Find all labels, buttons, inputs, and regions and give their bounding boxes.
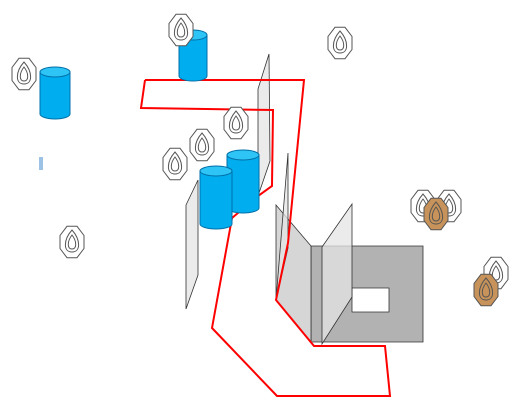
barrel-icon — [226, 149, 260, 214]
target-icon — [168, 13, 194, 47]
barrel-top — [199, 165, 233, 177]
target-octagon — [11, 57, 37, 91]
barrel-top — [226, 149, 260, 161]
waypoint-marker-bar — [39, 157, 43, 170]
target-icon — [423, 197, 449, 231]
target-ring-inner — [481, 282, 491, 298]
target-ring-inner — [67, 234, 77, 250]
target-ring-outer — [167, 151, 183, 175]
waypoint-marker — [39, 157, 43, 170]
wall-panels — [185, 53, 353, 346]
target-ring-outer — [16, 61, 32, 85]
target-octagon — [473, 273, 499, 307]
barrel-top — [39, 66, 71, 78]
barrel-body — [178, 34, 208, 82]
target-icon — [189, 128, 215, 162]
targets — [11, 13, 509, 307]
target-ring-inner — [170, 156, 180, 172]
target-icon — [162, 147, 188, 181]
target-ring-inner — [431, 206, 441, 222]
route-path — [139, 79, 392, 397]
target-ring-inner — [335, 35, 345, 51]
target-ring-inner — [491, 265, 501, 281]
target-ring-inner — [231, 115, 241, 131]
target-ring-inner — [19, 66, 29, 82]
target-ring-outer — [64, 229, 80, 253]
target-octagon — [168, 13, 194, 47]
barrel-body — [39, 71, 71, 120]
target-ring-outer — [478, 277, 494, 301]
target-octagon — [162, 147, 188, 181]
barrels — [39, 29, 260, 230]
building-window — [351, 287, 390, 313]
target-octagon — [327, 26, 353, 60]
wall-panel — [257, 53, 271, 197]
barrel-body — [199, 170, 233, 230]
route — [139, 79, 392, 397]
target-ring-inner — [176, 22, 186, 38]
barrel-icon — [199, 165, 233, 230]
target-icon — [59, 225, 85, 259]
target-ring-outer — [228, 110, 244, 134]
target-octagon — [223, 106, 249, 140]
target-ring-outer — [173, 17, 189, 41]
target-ring-outer — [428, 201, 444, 225]
target-octagon — [189, 128, 215, 162]
target-icon — [327, 26, 353, 60]
target-ring-outer — [332, 30, 348, 54]
target-icon — [11, 57, 37, 91]
target-icon — [473, 273, 499, 307]
target-ring-outer — [194, 132, 210, 156]
target-octagon — [423, 197, 449, 231]
target-ring-inner — [197, 137, 207, 153]
barrel-icon — [39, 66, 71, 120]
target-icon — [223, 106, 249, 140]
wall-panel — [185, 179, 199, 310]
target-octagon — [59, 225, 85, 259]
wall-panel — [321, 202, 353, 346]
